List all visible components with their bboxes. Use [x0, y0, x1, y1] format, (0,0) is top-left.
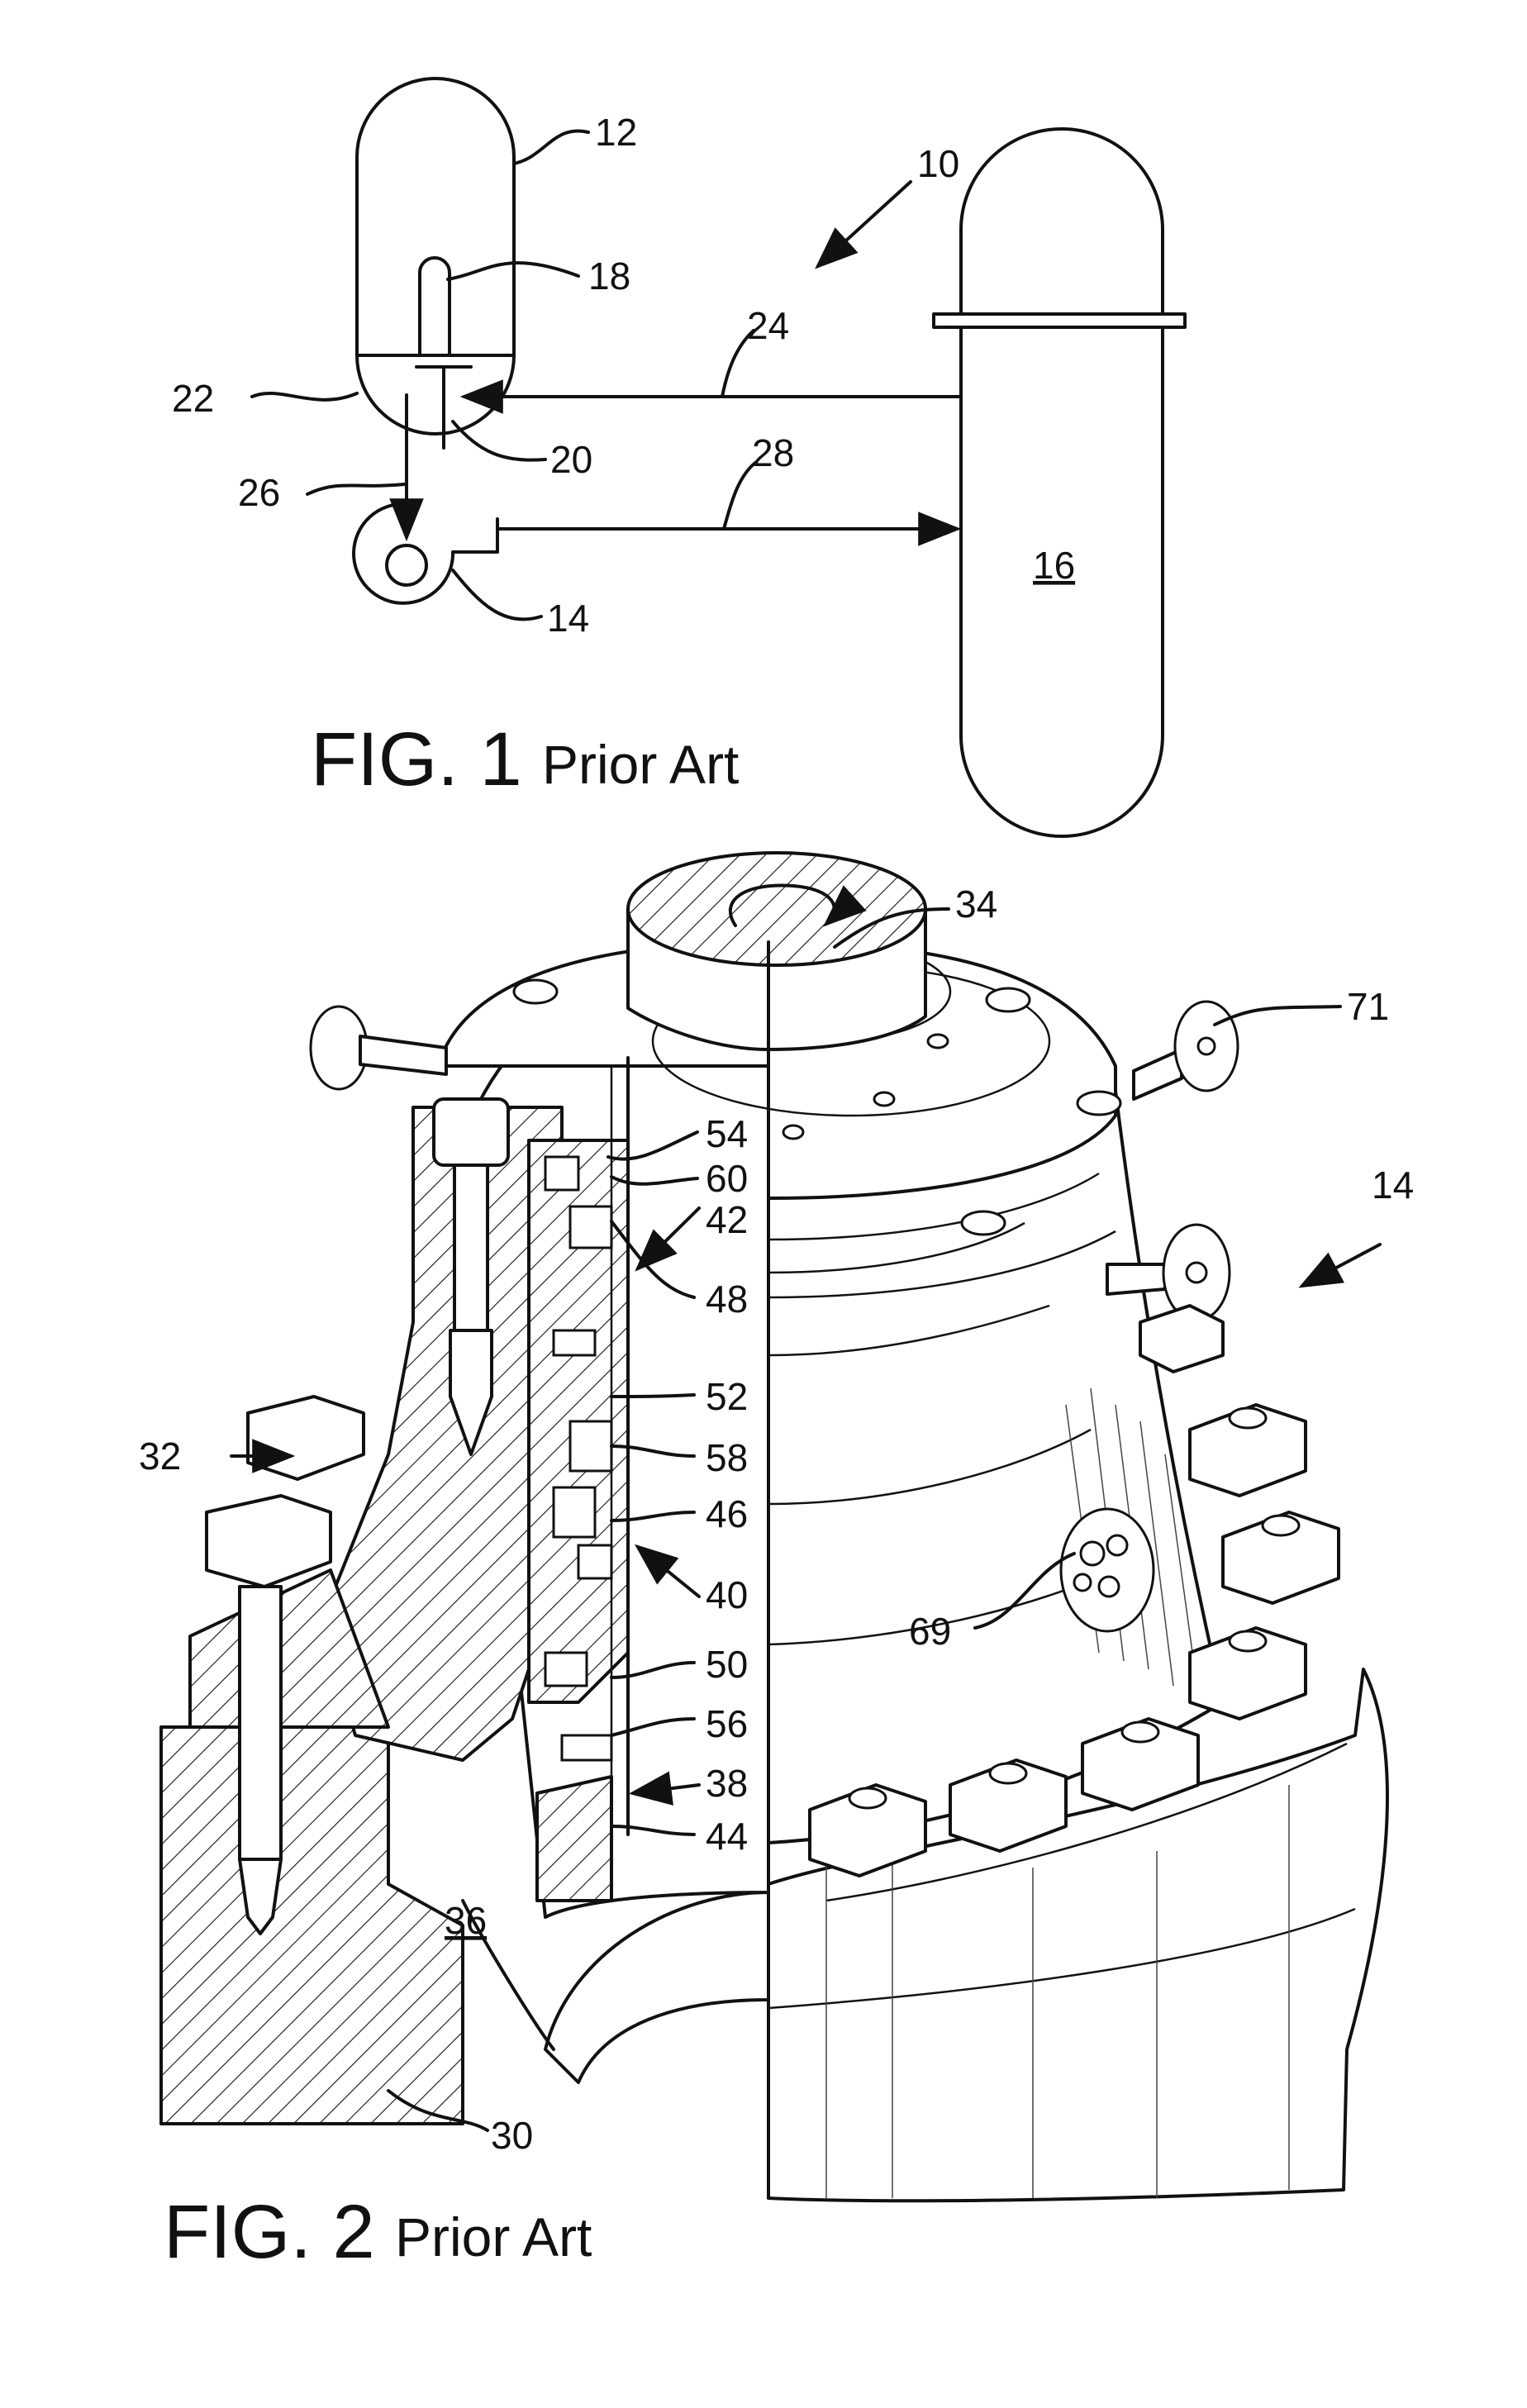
label-22: 22: [172, 377, 214, 420]
label-58: 58: [706, 1436, 748, 1479]
label-40: 40: [706, 1573, 748, 1616]
reactor-vessel: [357, 79, 514, 448]
label-42: 42: [706, 1198, 748, 1241]
label-12: 12: [595, 111, 637, 154]
figure-2: 34 71 54 60 42 48 14 52 58 46 40 50 56 3…: [139, 853, 1414, 2274]
label-52: 52: [706, 1375, 748, 1418]
label-38: 38: [706, 1762, 748, 1805]
figure-1-note: Prior Art: [542, 734, 739, 795]
label-32: 32: [139, 1435, 181, 1478]
label-14-fig1: 14: [547, 597, 589, 640]
bolt-1: [1190, 1405, 1306, 1496]
label-60: 60: [706, 1157, 748, 1200]
port-71-left: [311, 1007, 446, 1089]
label-30: 30: [491, 2114, 533, 2157]
label-50: 50: [706, 1643, 748, 1686]
figure-2-note: Prior Art: [395, 2206, 592, 2268]
label-54: 54: [706, 1112, 748, 1155]
section-bolt-left: [248, 1397, 364, 1479]
label-56: 56: [706, 1702, 748, 1745]
bolt-2: [1223, 1512, 1339, 1603]
label-18: 18: [588, 255, 630, 297]
label-36: 36: [445, 1899, 487, 1942]
label-26: 26: [238, 471, 280, 514]
port-69: [1061, 1509, 1154, 1631]
figure-1-number: FIG. 1: [311, 717, 522, 802]
label-10: 10: [917, 142, 959, 185]
port-71-right: [1134, 1002, 1238, 1099]
figure-2-number: FIG. 2: [164, 2190, 375, 2274]
label-24: 24: [747, 304, 789, 347]
pump: [354, 504, 497, 603]
label-20: 20: [550, 438, 592, 481]
label-71: 71: [1347, 985, 1389, 1028]
label-48: 48: [706, 1278, 748, 1321]
label-16: 16: [1033, 544, 1075, 587]
label-44: 44: [706, 1815, 748, 1858]
label-28: 28: [752, 431, 794, 474]
housing-30: [161, 1727, 463, 2124]
bolt-7: [1140, 1306, 1223, 1372]
label-69: 69: [909, 1610, 951, 1653]
label-14-fig2: 14: [1372, 1164, 1414, 1206]
label-46: 46: [706, 1492, 748, 1535]
figure-1: 12 18 22 20 26 24 28 14 10 16 FIG. 1 Pri…: [172, 79, 1185, 836]
shaft: [628, 853, 925, 1049]
label-34: 34: [955, 883, 997, 926]
steam-generator: [934, 129, 1185, 836]
